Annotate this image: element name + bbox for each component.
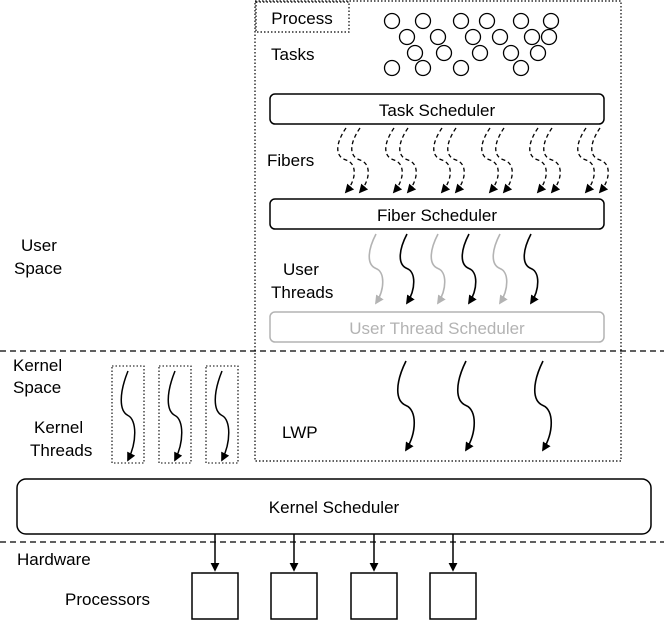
tasks-label: Tasks [271, 45, 314, 64]
fiber-arrow [543, 127, 561, 194]
user-space-label-line1: User [21, 236, 57, 255]
user-threads-label-line1: User [283, 260, 319, 279]
processors-label: Processors [65, 590, 150, 609]
processor-box [429, 572, 477, 620]
kernel-thread [158, 365, 192, 464]
task-circle [540, 28, 558, 46]
user-thread-arrow [523, 233, 539, 305]
processor [350, 534, 398, 620]
process-boundary [254, 0, 622, 462]
processor [191, 534, 239, 620]
task-circle [491, 28, 509, 46]
task-circle [502, 44, 520, 62]
kernel-thread-box [111, 365, 145, 464]
task-scheduler-box [269, 93, 605, 125]
task-circle [464, 28, 482, 46]
kernel-space-label-line1: Kernel [13, 356, 62, 375]
lwp-arrow [396, 360, 416, 452]
fiber-arrow [447, 127, 465, 194]
processor-box [350, 572, 398, 620]
user-threads-label-line2: Threads [271, 283, 333, 302]
user-thread-scheduler-label: User Thread Scheduler [349, 319, 525, 338]
hardware-label: Hardware [17, 550, 91, 569]
kernel-thread [205, 365, 239, 464]
kernel-space-label-line2: Space [13, 378, 61, 397]
task-circle [512, 59, 530, 77]
fiber-arrow [351, 127, 369, 194]
fiber-pair [577, 127, 609, 194]
task-circle [383, 12, 401, 30]
user-space-label-line2: Space [14, 259, 62, 278]
processors-group [191, 534, 477, 620]
task-circle [529, 44, 547, 62]
process-label: Process [271, 9, 332, 28]
kernel-threads-label-line1: Kernel [34, 418, 83, 437]
lwp-arrow [456, 360, 476, 452]
fiber-arrow [577, 127, 595, 194]
lwp-arrow [533, 360, 553, 452]
task-circle [542, 12, 560, 30]
task-circle [383, 59, 401, 77]
fiber-arrow [385, 127, 403, 194]
fiber-pair [433, 127, 465, 194]
processor [270, 534, 318, 620]
kernel-thread-arrow [120, 370, 136, 462]
fiber-arrow [529, 127, 547, 194]
kernel-scheduler-box [16, 478, 652, 535]
task-circle [414, 12, 432, 30]
kernel-threads-group [111, 365, 239, 464]
fiber-arrow [481, 127, 499, 194]
processor [429, 534, 477, 620]
task-circle [406, 44, 424, 62]
fiber-arrow [433, 127, 451, 194]
lwp-group [396, 360, 553, 452]
task-circle [478, 12, 496, 30]
processor-box [191, 572, 239, 620]
kernel-thread-arrow [167, 370, 183, 462]
task-circle [429, 28, 447, 46]
task-circle [414, 59, 432, 77]
task-scheduler-label: Task Scheduler [379, 101, 496, 120]
fiber-scheduler-label: Fiber Scheduler [377, 206, 497, 225]
task-circle [523, 28, 541, 46]
lwp-label: LWP [282, 423, 318, 442]
fiber-arrow [591, 127, 609, 194]
task-circle [512, 12, 530, 30]
task-circle [435, 44, 453, 62]
user-thread-arrow-inactive [430, 233, 446, 305]
fiber-arrow [399, 127, 417, 194]
kernel-threads-label-line2: Threads [30, 441, 92, 460]
fiber-arrow [495, 127, 513, 194]
kernel-scheduler-label: Kernel Scheduler [269, 498, 400, 517]
task-circle [398, 28, 416, 46]
kernel-thread [111, 365, 145, 464]
user-thread-arrow [399, 233, 415, 305]
fiber-pair [385, 127, 417, 194]
user-thread-arrow-inactive [368, 233, 384, 305]
fiber-pair [529, 127, 561, 194]
kernel-thread-box [158, 365, 192, 464]
fiber-arrow [337, 127, 355, 194]
user-thread-arrow [461, 233, 477, 305]
user-thread-arrow-inactive [492, 233, 508, 305]
task-circle [471, 44, 489, 62]
fibers-label: Fibers [267, 151, 314, 170]
fiber-pair [337, 127, 369, 194]
task-circle [452, 59, 470, 77]
user-threads-group [368, 233, 539, 305]
kernel-thread-box [205, 365, 239, 464]
process-label-box [255, 1, 350, 33]
fibers-group [337, 127, 609, 194]
processor-box [270, 572, 318, 620]
fiber-scheduler-box [269, 198, 605, 230]
tasks-group [383, 12, 560, 77]
kernel-thread-arrow [214, 370, 230, 462]
user-thread-scheduler-box [269, 311, 605, 343]
fiber-pair [481, 127, 513, 194]
task-circle [452, 12, 470, 30]
